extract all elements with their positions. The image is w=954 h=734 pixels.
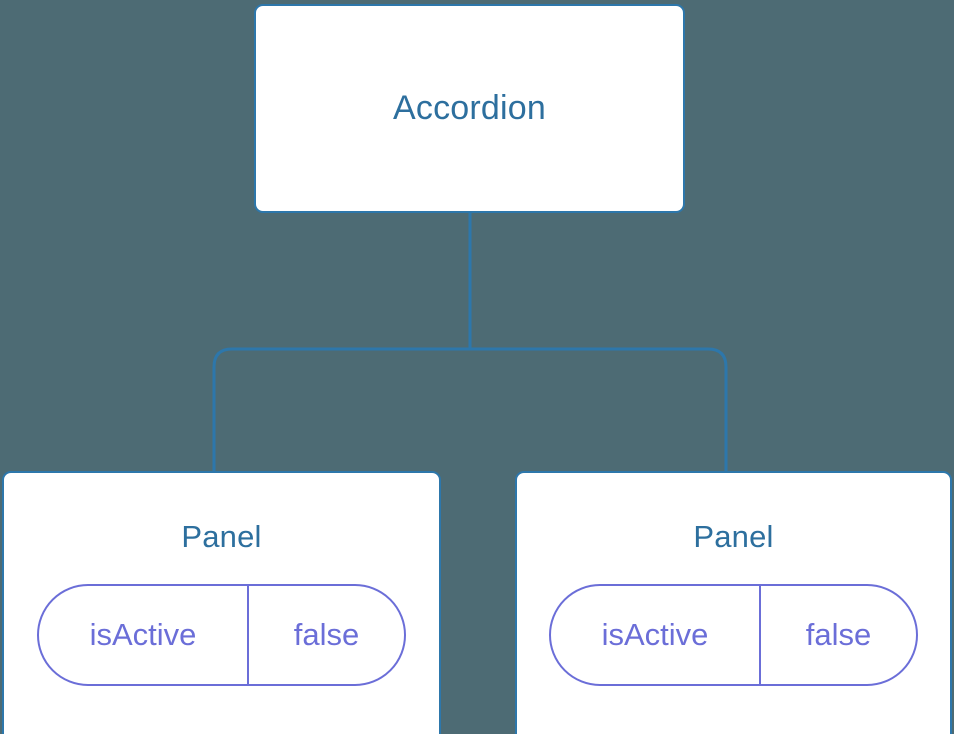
node-panel-1-title: Panel xyxy=(693,519,774,554)
node-panel-1[interactable]: Panel isActive false xyxy=(515,471,952,734)
edge-bus-to-panel-0 xyxy=(212,347,470,472)
node-panel-0-prop-isactive[interactable]: isActive false xyxy=(37,584,406,686)
node-panel-0[interactable]: Panel isActive false xyxy=(2,471,441,734)
prop-value: false xyxy=(293,617,360,652)
prop-key: isActive xyxy=(551,586,762,684)
prop-value: false xyxy=(805,617,872,652)
prop-key: isActive xyxy=(39,586,250,684)
edge-bus-to-panel-1 xyxy=(470,347,728,472)
node-accordion-title: Accordion xyxy=(393,89,546,127)
node-panel-0-title: Panel xyxy=(181,519,262,554)
node-accordion[interactable]: Accordion xyxy=(254,4,685,213)
node-panel-1-prop-isactive[interactable]: isActive false xyxy=(549,584,918,686)
